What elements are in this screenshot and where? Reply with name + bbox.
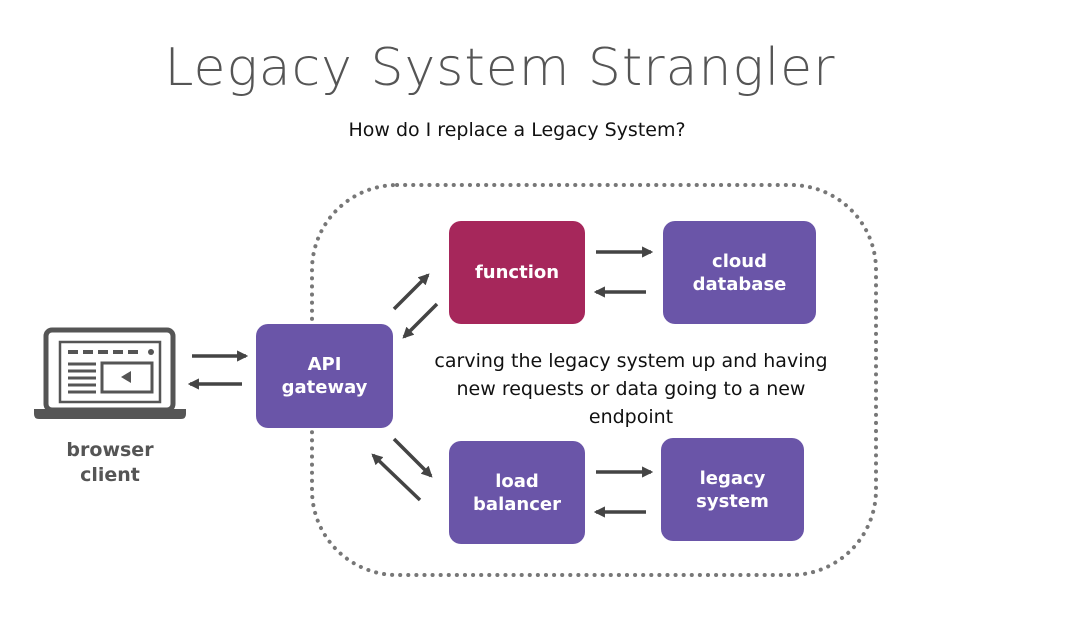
function-node: function bbox=[449, 221, 585, 324]
service-boundary bbox=[310, 183, 878, 577]
diagram-subtitle: How do I replace a Legacy System? bbox=[348, 119, 686, 141]
arrow-gateway-to-function bbox=[392, 273, 430, 311]
cloud-database-label: cloud database bbox=[692, 250, 787, 295]
annotation-text: carving the legacy system up and having … bbox=[434, 350, 828, 428]
api-gateway-node: API gateway bbox=[256, 324, 393, 428]
api-gateway-label: API gateway bbox=[281, 354, 368, 398]
diagram-title: Legacy System Strangler bbox=[164, 38, 836, 98]
legacy-system-node: legacy system bbox=[661, 438, 804, 541]
legacy-system-label: legacy system bbox=[696, 467, 769, 512]
browser-client-label: browser client bbox=[66, 439, 154, 486]
arrow-loadbalancer-to-gateway bbox=[371, 453, 422, 502]
laptop-icon bbox=[34, 327, 186, 419]
function-label: function bbox=[474, 262, 560, 283]
arrow-gateway-to-loadbalancer bbox=[392, 437, 433, 478]
load-balancer-node: load balancer bbox=[449, 441, 585, 544]
cloud-database-node: cloud database bbox=[663, 221, 816, 324]
arrow-function-to-gateway bbox=[402, 302, 439, 339]
load-balancer-label: load balancer bbox=[473, 470, 561, 515]
